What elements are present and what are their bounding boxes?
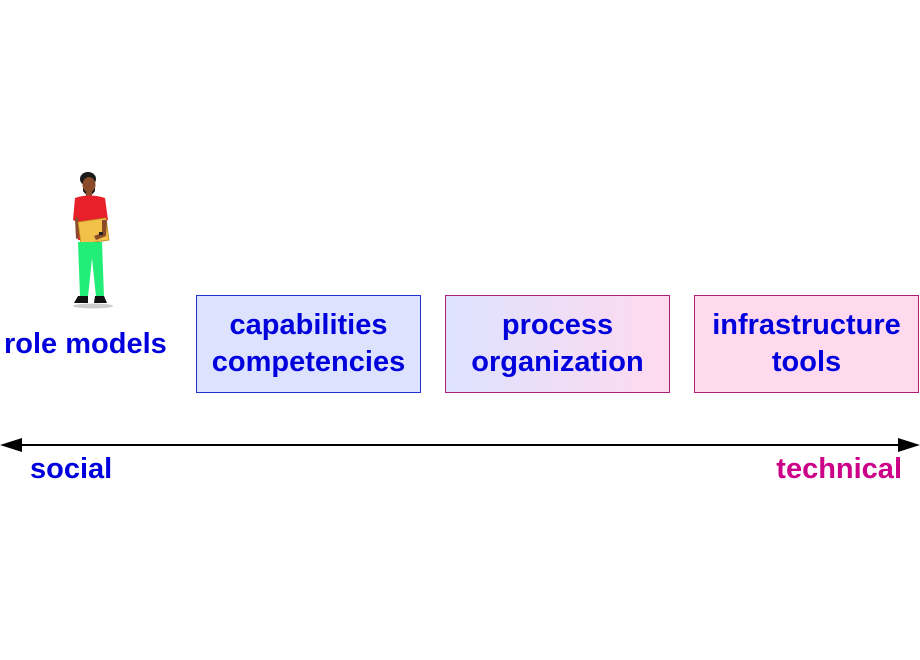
- role-models-label: role models: [4, 328, 167, 360]
- box-capabilities-competencies: capabilities competencies: [196, 295, 421, 393]
- person-arm-right: [94, 220, 107, 240]
- person-shoe-left: [74, 296, 88, 303]
- box-line: organization: [471, 346, 644, 378]
- person-pants: [78, 242, 104, 297]
- person-head: [82, 177, 96, 193]
- box-line: process: [501, 309, 614, 341]
- axis-label-technical: technical: [776, 453, 902, 485]
- axis-label-social: social: [30, 453, 113, 485]
- person-shadow: [73, 303, 113, 309]
- arrowhead-left-icon: [0, 438, 22, 452]
- box-process-organization: process organization: [445, 295, 670, 393]
- person-watch: [99, 232, 103, 235]
- person-shoe-right: [94, 296, 107, 303]
- box-line: infrastructure: [712, 309, 901, 341]
- box-line: tools: [771, 346, 842, 378]
- arrowhead-right-icon: [898, 438, 920, 452]
- box-line: capabilities: [229, 309, 388, 341]
- social-technical-axis: [0, 438, 920, 452]
- person-neck: [86, 192, 92, 197]
- person-illustration: [73, 172, 113, 309]
- box-infrastructure-tools: infrastructure tools: [694, 295, 919, 393]
- box-line: competencies: [211, 346, 406, 378]
